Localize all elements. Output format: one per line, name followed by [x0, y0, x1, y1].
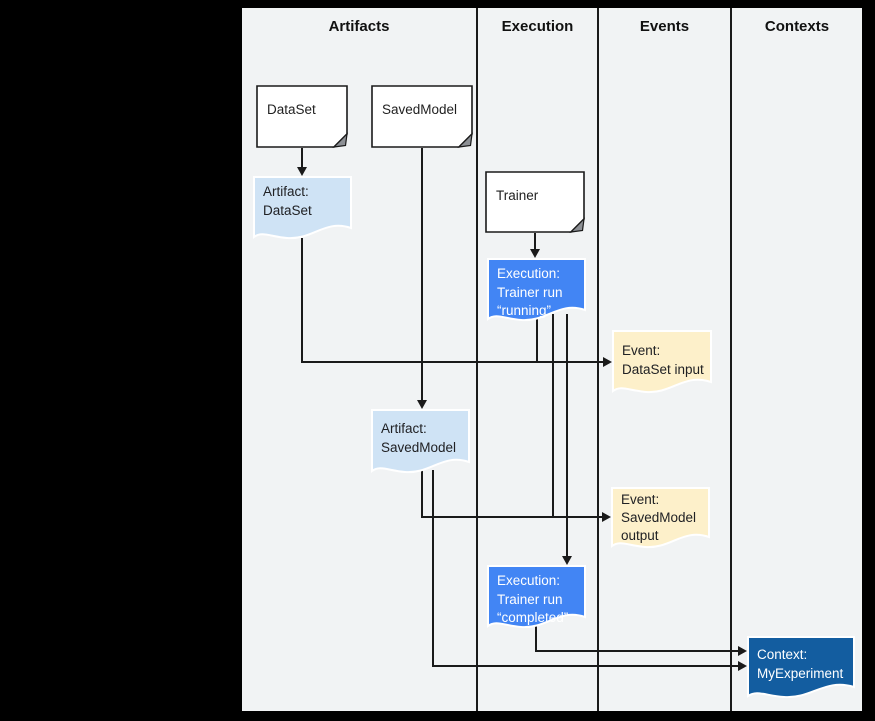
node-event-savedmodel-output-label: Event: SavedModel output: [621, 492, 697, 543]
connector-dataset-to-artifact: [301, 148, 303, 169]
connector-trainer-to-execution-arrowhead: [530, 249, 540, 258]
node-event-savedmodel-output[interactable]: Event: SavedModel output: [611, 487, 710, 552]
connector-artifact-dataset-down: [301, 238, 303, 363]
document-shape-icon: [485, 171, 585, 233]
node-event-dataset-input[interactable]: Event: DataSet input: [612, 330, 712, 397]
connector-exec-completed-to-context-v: [535, 626, 537, 652]
node-artifact-savedmodel[interactable]: Artifact: SavedModel: [371, 409, 470, 477]
node-savedmodel[interactable]: SavedModel: [371, 85, 473, 148]
lane-header-contexts: Contexts: [764, 18, 830, 35]
connector-savedmodel-to-artifact: [421, 148, 423, 401]
connector-to-event-dataset-input: [301, 361, 604, 363]
connector-exec-running-to-event-savedmodel: [552, 314, 554, 518]
divider-execution-events: [597, 8, 599, 711]
node-event-dataset-input-label: Event: DataSet input: [622, 343, 704, 377]
wavy-document-shape-icon: [612, 330, 712, 394]
connector-exec-running-to-exec-completed-arrowhead: [562, 556, 572, 565]
node-artifact-dataset-label: Artifact: DataSet: [263, 184, 312, 218]
connector-artifact-savedmodel-to-context-arrowhead: [738, 661, 747, 671]
wavy-document-shape-icon: [611, 487, 710, 549]
connector-to-event-savedmodel-output-arrowhead: [602, 512, 611, 522]
lane-header-execution: Execution: [501, 18, 574, 35]
wavy-document-shape-icon: [371, 409, 470, 474]
wavy-document-shape-icon: [253, 176, 352, 240]
divider-artifacts-execution: [476, 8, 478, 711]
connector-artifact-savedmodel-to-context-h: [432, 665, 739, 667]
connector-artifact-savedmodel-down: [421, 470, 423, 518]
node-dataset-label: DataSet: [267, 102, 316, 117]
node-artifact-savedmodel-label: Artifact: SavedModel: [381, 421, 457, 455]
connector-exec-completed-to-context-h: [535, 650, 739, 652]
connector-artifact-savedmodel-to-context-v: [432, 470, 434, 667]
document-shape-icon: [256, 85, 348, 148]
connector-exec-running-to-event-dataset: [536, 314, 538, 362]
connector-savedmodel-to-artifact-arrowhead: [417, 400, 427, 409]
connector-trainer-to-execution: [534, 233, 536, 250]
connector-dataset-to-artifact-arrowhead: [297, 167, 307, 176]
node-execution-completed[interactable]: Execution: Trainer run “completed”: [487, 565, 586, 632]
node-context-myexperiment-label: Context: MyExperiment: [757, 647, 844, 681]
wavy-document-shape-icon: [487, 258, 586, 322]
node-savedmodel-label: SavedModel: [382, 102, 458, 117]
node-context-myexperiment[interactable]: Context: MyExperiment: [747, 636, 855, 702]
lane-header-events: Events: [639, 18, 690, 35]
node-artifact-dataset[interactable]: Artifact: DataSet: [253, 176, 352, 243]
connector-exec-completed-to-context-arrowhead: [738, 646, 747, 656]
node-trainer-label: Trainer: [496, 187, 539, 203]
lane-header-artifacts: Artifacts: [328, 18, 390, 35]
wavy-document-shape-icon: [487, 565, 586, 629]
node-execution-running[interactable]: Execution: Trainer run “running”: [487, 258, 586, 325]
connector-to-event-savedmodel-output: [421, 516, 603, 518]
connector-exec-running-to-exec-completed: [566, 314, 568, 557]
node-trainer[interactable]: Trainer: [485, 171, 585, 233]
document-shape-icon: [371, 85, 473, 148]
connector-to-event-dataset-input-arrowhead: [603, 357, 612, 367]
node-dataset[interactable]: DataSet: [256, 85, 348, 148]
node-execution-running-label: Execution: Trainer run “running”: [497, 266, 563, 318]
wavy-document-shape-icon: [747, 636, 855, 699]
divider-events-contexts: [730, 8, 732, 711]
node-execution-completed-label: Execution: Trainer run “completed”: [497, 573, 569, 625]
